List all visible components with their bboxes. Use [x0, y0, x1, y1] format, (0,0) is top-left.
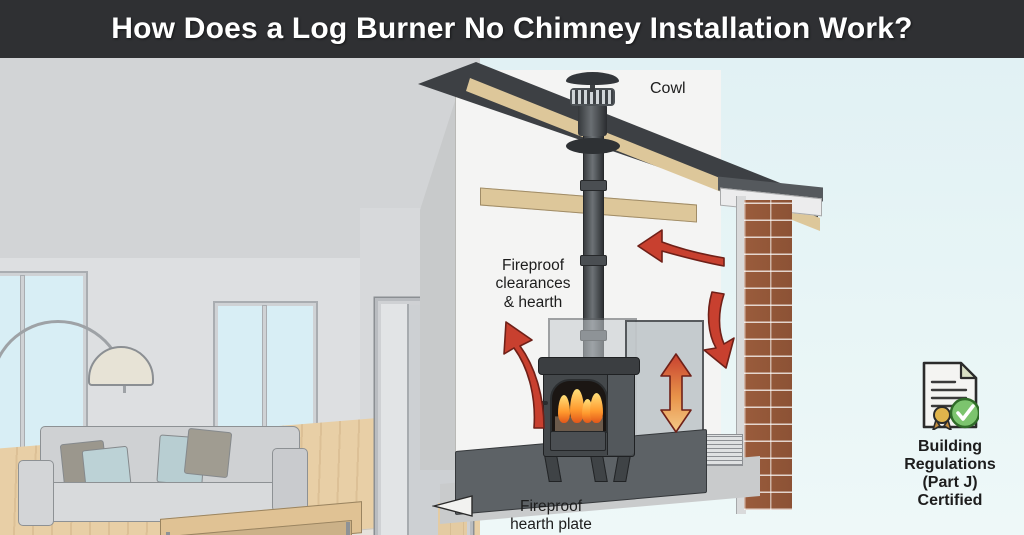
badge-line: Regulations [904, 455, 996, 473]
coffee-table-leg [166, 532, 170, 535]
airflow-arrow-up-left [503, 321, 545, 429]
label-line: clearances [495, 275, 571, 293]
cowl-cap-icon [566, 72, 619, 85]
cowl-vent-slots [572, 90, 613, 104]
coffee-table-leg [346, 522, 350, 535]
stove-top-plate [538, 357, 640, 375]
brick-wall-edge [736, 196, 746, 514]
certificate-document-icon [921, 360, 981, 432]
flue-joint-band [580, 255, 607, 266]
label-line: Fireproof [501, 257, 565, 274]
hearth-pointer-icon [432, 495, 473, 517]
flame [570, 389, 584, 423]
coffee-table [160, 501, 362, 535]
airflow-arrow-double-vertical [660, 353, 692, 433]
certification-badge: Building Regulations (Part J) Certified [890, 360, 1010, 510]
air-vent-grille [705, 434, 743, 466]
label-cowl: Cowl [650, 80, 686, 97]
airflow-arrow-down-right [703, 291, 735, 369]
label-line: hearth plate [510, 516, 592, 534]
cowl-post [590, 82, 595, 92]
page-title: How Does a Log Burner No Chimney Install… [111, 12, 913, 45]
stove-ash-door [550, 431, 606, 451]
badge-line: Building [918, 438, 982, 455]
label-line: & hearth [503, 293, 563, 311]
flame [582, 399, 593, 423]
label-fireproof-clearances: Fireproof clearances & hearth [485, 257, 581, 312]
stove-side-panel [607, 371, 634, 455]
badge-caption: Building Regulations (Part J) Certified [890, 438, 1010, 510]
flame [590, 393, 603, 423]
sofa-arm-left [18, 460, 54, 526]
title-banner: How Does a Log Burner No Chimney Install… [0, 0, 1024, 58]
label-fireproof-hearth-plate: Fireproof hearth plate [478, 498, 624, 535]
cowl-body [578, 104, 607, 136]
wood-burning-stove [534, 357, 642, 482]
green-check-icon [949, 397, 981, 429]
cushion-taupe-right [183, 427, 233, 479]
airflow-arrow-left-top [637, 229, 725, 267]
flue-joint-band [580, 180, 607, 191]
flame [558, 395, 570, 423]
badge-line: (Part J) [922, 473, 978, 491]
door-leaf [381, 304, 409, 535]
interior-room [0, 58, 480, 535]
award-rosette-icon [931, 406, 953, 432]
sofa-arm-right [272, 448, 308, 512]
badge-line: Certified [917, 491, 983, 509]
label-line: Fireproof [519, 498, 583, 515]
roof-flashing-collar [566, 138, 620, 154]
